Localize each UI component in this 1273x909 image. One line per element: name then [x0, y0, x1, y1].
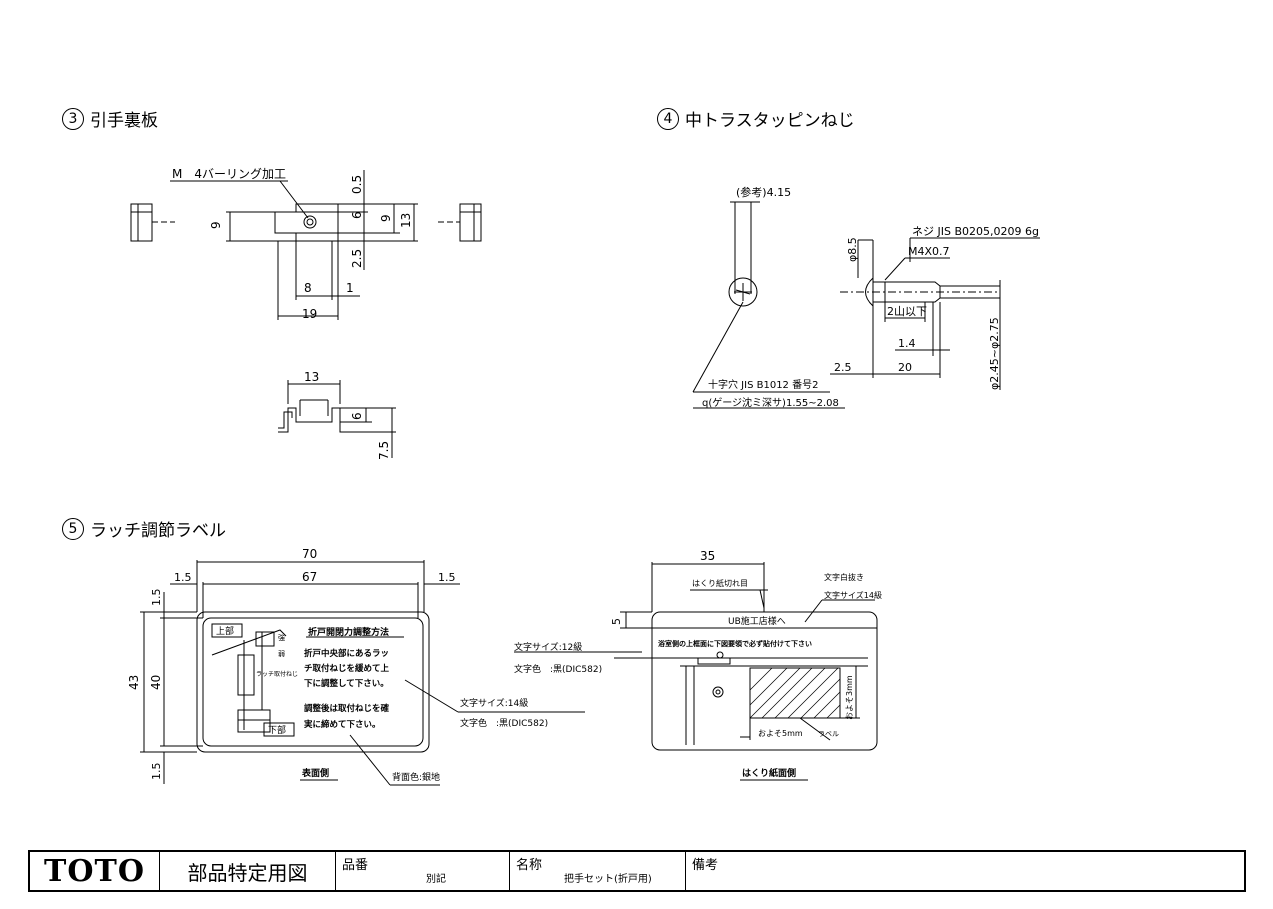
section-number-3: 3	[62, 107, 84, 130]
label-top-text: 上部	[216, 625, 234, 637]
p3-dim-6: 6	[350, 211, 364, 219]
p3-dim-9-right: 9	[379, 214, 393, 222]
section-title-3: 3 引手裏板	[62, 106, 158, 131]
part4-screw-head-side	[865, 276, 874, 308]
p5-bg-color: 背面色:銀地	[392, 771, 440, 783]
label-position-hatch	[749, 667, 841, 719]
part4-drawing	[692, 201, 1040, 409]
label-text-line1: 折戸中央部にあるラッ	[304, 648, 389, 659]
part-number-cell: 品番 別記	[336, 852, 510, 890]
p5-font-size14b: 文字サイズ14級	[824, 590, 882, 600]
part3-main-view	[274, 203, 339, 242]
p3-dim-9-left: 9	[209, 221, 223, 229]
p3-dim-25: 2.5	[350, 249, 364, 268]
p5-label-word: ラベル	[818, 730, 839, 738]
part5-front-drawing	[140, 560, 585, 786]
label-bottom-box	[263, 722, 295, 737]
remarks-cell: 備考	[686, 852, 1244, 890]
p4-under2: 2山以下	[887, 305, 927, 318]
section-number-4: 4	[657, 107, 679, 130]
label-instruction: 浴室側の上框面に下図要領で必ず貼付けて下さい	[658, 639, 812, 648]
p5-dim-35: 35	[700, 549, 715, 563]
p3-dim-1: 1	[346, 281, 354, 295]
p3-dim-8: 8	[304, 281, 312, 295]
p5-dim-5: 5	[610, 618, 623, 625]
p5-dim-15-l: 1.5	[174, 571, 192, 584]
p3-dim-05: 0.5	[350, 175, 364, 194]
part3-drawing	[130, 170, 482, 458]
label-text-line3: 下に調整して下さい。	[304, 678, 389, 689]
label-strong-mark: 強	[278, 634, 285, 642]
p4-ref: (参考)4.15	[736, 185, 791, 199]
label-weak-mark: 弱	[278, 650, 285, 658]
p5-font-size14: 文字サイズ:14級	[460, 697, 528, 709]
p5-approx3: およそ3mm	[845, 675, 854, 720]
label-text-line5: 実に締めて下さい。	[304, 719, 381, 730]
p4-phi-range: φ2.45~φ2.75	[988, 317, 1001, 390]
label-ub-header: UB施工店様へ	[728, 615, 786, 627]
label-front-inner	[202, 617, 424, 747]
section-label-5: ラッチ調節ラベル	[90, 521, 226, 541]
p3-dim-6-bottom: 6	[350, 412, 364, 420]
p3-dim-75: 7.5	[377, 441, 391, 460]
remarks-label: 備考	[692, 858, 719, 873]
p5-dim-15-r: 1.5	[438, 571, 456, 584]
p5-approx5: およそ5mm	[758, 729, 803, 738]
part3-hole	[303, 215, 317, 229]
section-label-3: 引手裏板	[90, 111, 158, 131]
label-top-box	[211, 623, 243, 638]
p5-dim-67: 67	[302, 570, 317, 584]
p4-gauge: q(ゲージ沈ミ深サ)1.55~2.08	[702, 396, 839, 409]
p3-boring-note: M 4バーリング加工	[172, 167, 286, 181]
part3-left-view	[130, 203, 153, 242]
section-number-5: 5	[62, 517, 84, 540]
label-back-screw	[712, 686, 724, 698]
part3-bottom-view	[278, 407, 350, 433]
label-illustration	[211, 629, 287, 656]
p4-phi85: φ8.5	[846, 237, 859, 262]
part5-back-drawing	[514, 562, 878, 781]
part-number-value: 別記	[426, 874, 446, 885]
part4-screw-head-top	[728, 277, 758, 307]
p4-dim-25: 2.5	[834, 361, 852, 374]
p5-dim-70: 70	[302, 547, 317, 561]
p3-dim-13-bottom: 13	[304, 370, 319, 384]
p3-dim-13-right: 13	[399, 213, 413, 228]
section-title-5: 5 ラッチ調節ラベル	[62, 516, 226, 541]
p4-dim-20: 20	[898, 361, 912, 374]
part-number-label: 品番	[342, 858, 369, 873]
section-title-4: 4 中トラスタッピンねじ	[657, 106, 855, 131]
p4-cross-std: 十字穴 JIS B1012 番号2	[708, 378, 818, 391]
toto-logo: TOTO	[30, 852, 160, 890]
label-heading: 折戸開閉力調整方法	[308, 626, 389, 638]
p5-dim-43: 43	[127, 675, 141, 690]
title-block: TOTO 部品特定用図 品番 別記 名称 把手セット(折戸用) 備考	[28, 850, 1246, 892]
p5-white-text: 文字白抜き	[824, 572, 864, 582]
label-latch-screw: ラッチ取付ねじ	[256, 670, 298, 678]
p5-front-side: 表面側	[301, 767, 329, 779]
name-label: 名称	[516, 858, 543, 873]
label-bottom-text: 下部	[268, 724, 286, 736]
p5-peel-side: はくり紙面側	[742, 767, 796, 779]
label-front-outer	[196, 611, 430, 753]
p3-dim-19: 19	[302, 307, 317, 321]
p4-thread-std: ネジ JIS B0205,0209 6g	[912, 225, 1039, 238]
p5-font-size12: 文字サイズ:12級	[514, 641, 582, 653]
p5-font-color2: 文字色 :黒(DIC582)	[514, 663, 602, 675]
name-cell: 名称 把手セット(折戸用)	[510, 852, 686, 890]
p5-font-color1: 文字色 :黒(DIC582)	[460, 717, 548, 729]
label-text-line2: チ取付ねじを緩めて上	[304, 663, 390, 674]
label-text-line4: 調整後は取付ねじを確	[304, 703, 390, 714]
p5-dim-40: 40	[149, 675, 163, 690]
p4-thread-size: M4X0.7	[908, 245, 950, 258]
section-label-4: 中トラスタッピンねじ	[685, 111, 855, 131]
name-value: 把手セット(折戸用)	[564, 874, 652, 885]
doc-type: 部品特定用図	[160, 852, 336, 890]
p5-dim-15-bot: 1.5	[150, 763, 163, 781]
p5-dim-15-top: 1.5	[150, 589, 163, 607]
part3-right-view	[459, 203, 482, 242]
p4-dim-14: 1.4	[898, 337, 916, 350]
p5-peel-cut: はくり紙切れ目	[692, 578, 748, 588]
